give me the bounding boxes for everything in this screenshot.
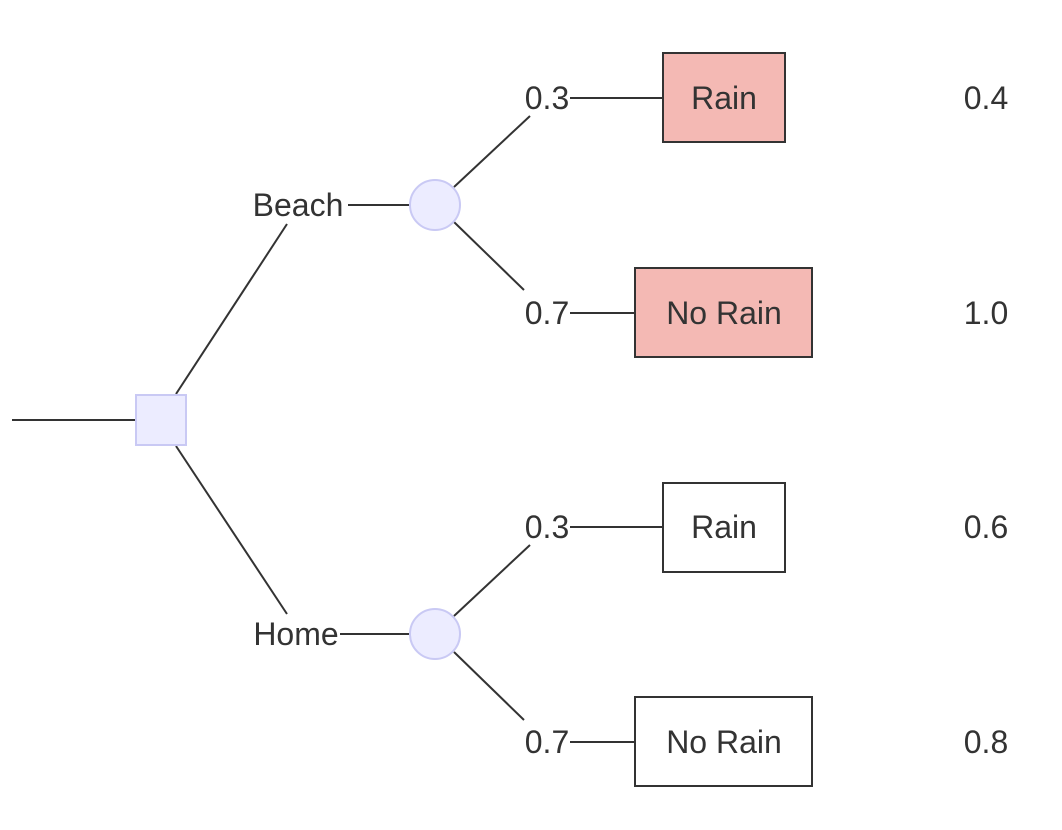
outcome-box-home-rain — [662, 482, 786, 573]
edge-to-home — [175, 445, 288, 615]
edge-to-beach — [175, 223, 288, 395]
outcome-label-beach-norain: No Rain — [666, 295, 782, 331]
outcome-box-beach-rain — [662, 52, 786, 143]
payoff-value-home-norain: 0.8 — [964, 724, 1008, 760]
option-label-home: Home — [253, 616, 338, 652]
payoff-value-home-rain: 0.6 — [964, 509, 1008, 545]
outcome-label-beach-rain: Rain — [691, 80, 757, 116]
outcome-label-home-rain: Rain — [691, 509, 757, 545]
outcome-label-home-norain: No Rain — [666, 724, 782, 760]
outcome-box-beach-norain — [634, 267, 813, 358]
edge-home-norain — [453, 651, 525, 721]
payoff-value-beach-rain: 0.4 — [964, 80, 1008, 116]
edge-beach-rain — [453, 115, 531, 188]
probability-home-norain: 0.7 — [525, 724, 569, 760]
probability-beach-norain: 0.7 — [525, 295, 569, 331]
edge-beach-norain — [453, 221, 525, 291]
probability-beach-rain: 0.3 — [525, 80, 569, 116]
payoff-value-beach-norain: 1.0 — [964, 295, 1008, 331]
option-label-beach: Beach — [253, 187, 344, 223]
chance-node-beach — [409, 179, 461, 231]
probability-home-rain: 0.3 — [525, 509, 569, 545]
edge-home-rain — [453, 544, 531, 617]
chance-node-home — [409, 608, 461, 660]
decision-node — [135, 394, 187, 446]
outcome-box-home-norain — [634, 696, 813, 787]
